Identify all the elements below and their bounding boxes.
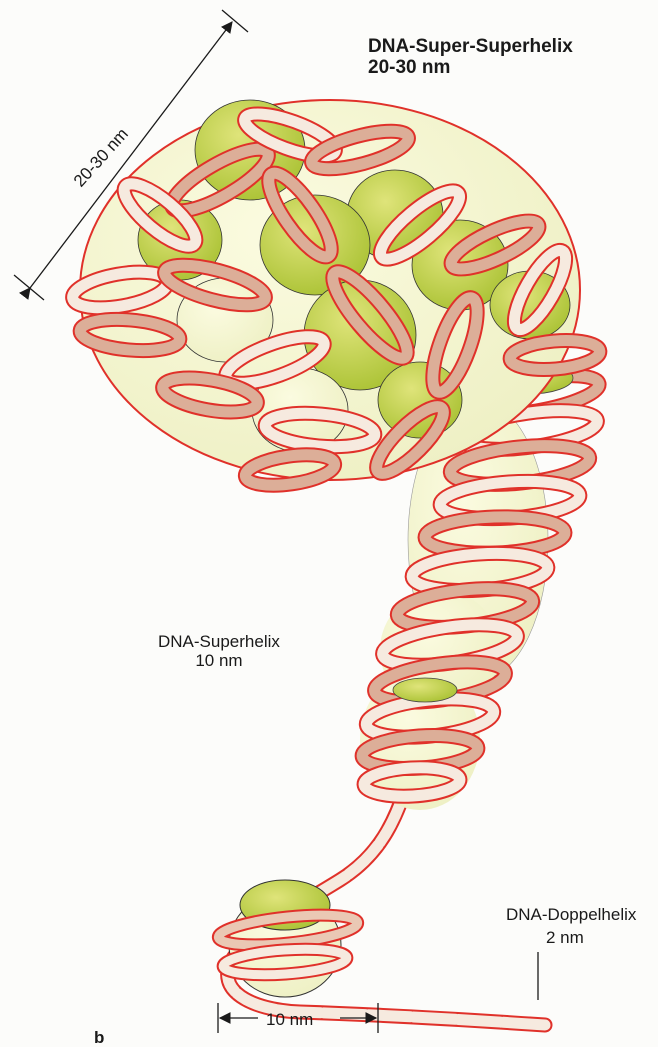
superhelix-name: DNA-Superhelix bbox=[158, 632, 280, 651]
nucleosome-single bbox=[217, 880, 359, 997]
super-superhelix-size: 20-30 nm bbox=[368, 57, 573, 78]
double-helix-size: 2 nm bbox=[546, 928, 584, 947]
super-superhelix-label: DNA-Super-Superhelix 20-30 nm bbox=[368, 36, 573, 79]
double-helix-name: DNA-Doppelhelix bbox=[506, 905, 636, 924]
superhelix-label: DNA-Superhelix 10 nm bbox=[158, 632, 280, 670]
bottom-measure-label: 10 nm bbox=[266, 1010, 313, 1029]
superhelix-size: 10 nm bbox=[158, 651, 280, 670]
panel-letter: b bbox=[94, 1028, 104, 1047]
super-superhelix-name: DNA-Super-Superhelix bbox=[368, 36, 573, 57]
